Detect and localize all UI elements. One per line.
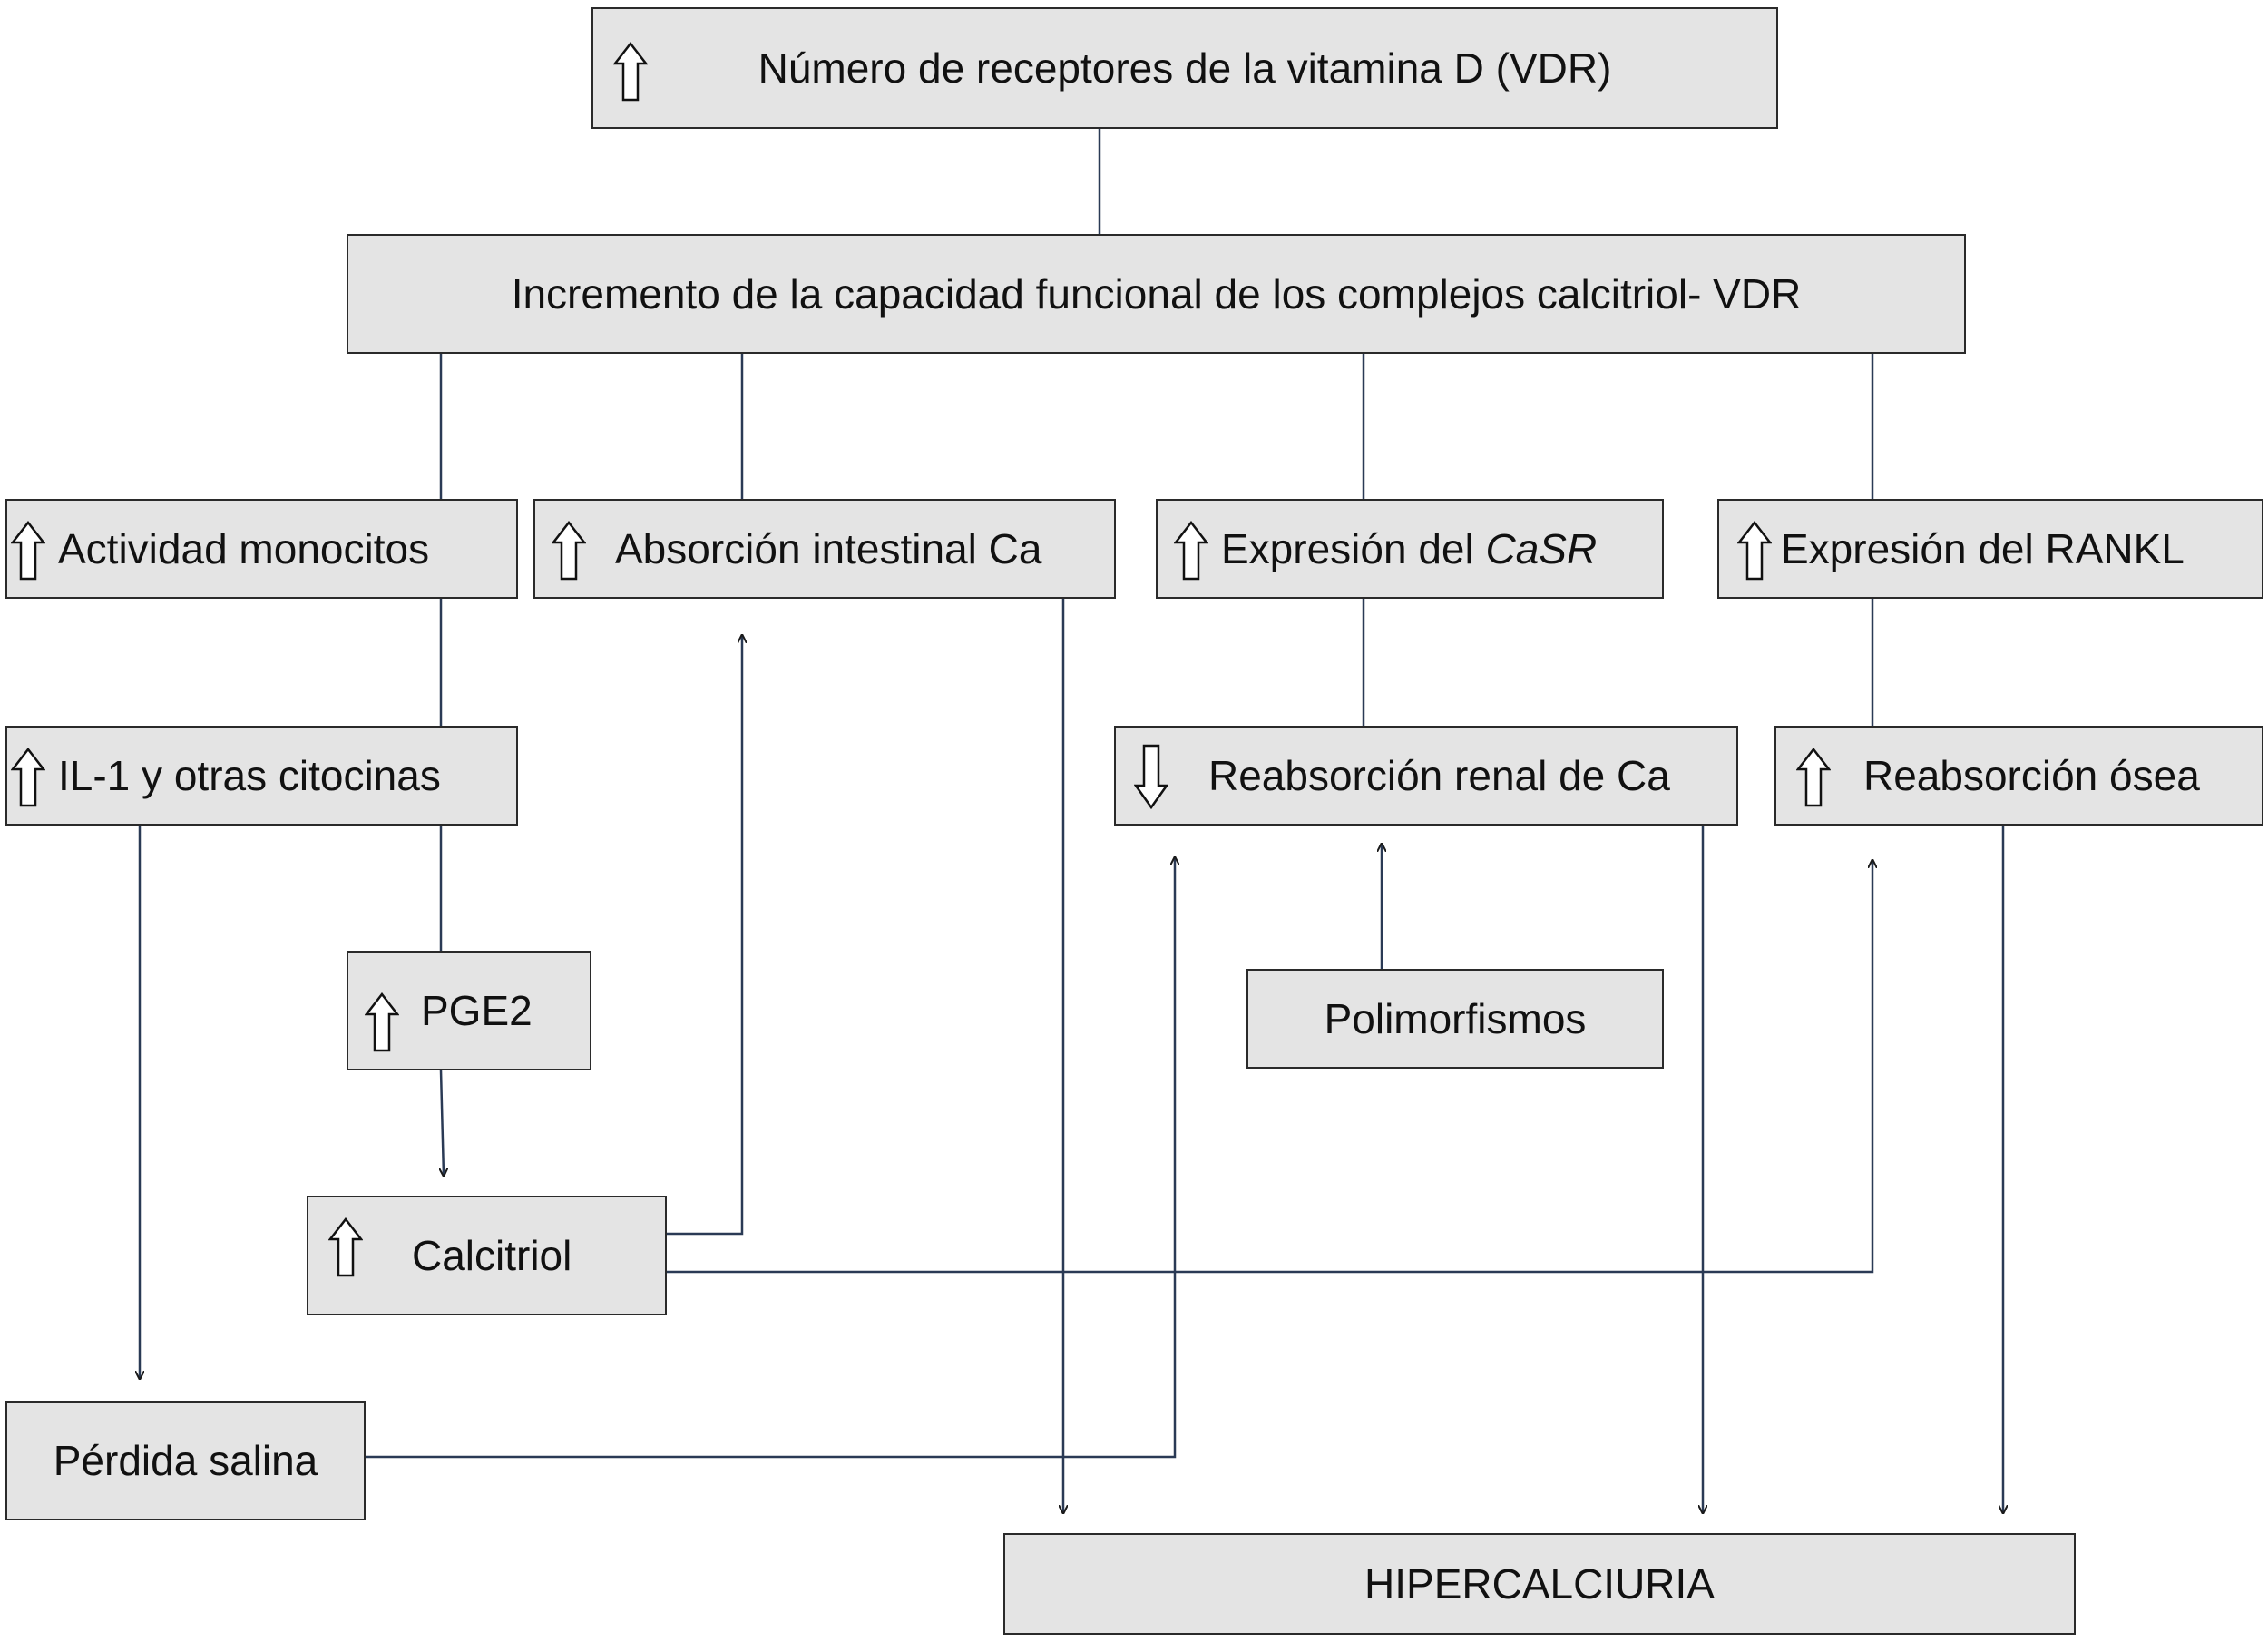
node-rankl: Expresión del RANKL — [1717, 499, 2263, 599]
node-osea-label: Reabsorción ósea — [1863, 752, 2200, 799]
node-hipercalciuria: HIPERCALCIURIA — [1003, 1533, 2076, 1635]
node-complejos-label: Incremento de la capacidad funcional de … — [511, 270, 1802, 318]
edge-perdida-renal — [366, 857, 1175, 1459]
increase-arrow-icon — [1796, 748, 1831, 807]
node-calcitriol: Calcitriol — [307, 1196, 667, 1315]
node-casr-label: Expresión del CaSR — [1221, 524, 1597, 573]
node-vdr-label: Número de receptores de la vitamina D (V… — [758, 44, 1612, 92]
node-casr-label-italic: CaSR — [1485, 525, 1598, 572]
node-complejos: Incremento de la capacidad funcional de … — [347, 234, 1966, 354]
node-pge2: PGE2 — [347, 951, 591, 1070]
increase-arrow-icon — [613, 42, 648, 102]
node-il1: IL-1 y otras citocinas — [5, 726, 518, 826]
node-perdida-label: Pérdida salina — [53, 1437, 318, 1484]
node-absorcion: Absorción intestinal Ca — [533, 499, 1116, 599]
node-monocitos: Actividad monocitos — [5, 499, 518, 599]
node-renal-label: Reabsorción renal de Ca — [1208, 752, 1670, 799]
node-osea: Reabsorción ósea — [1774, 726, 2263, 826]
edge-pge2-calcitriol — [441, 1070, 444, 1176]
node-hipercalciuria-label: HIPERCALCIURIA — [1364, 1560, 1715, 1608]
node-absorcion-label: Absorción intestinal Ca — [615, 525, 1042, 572]
increase-arrow-icon — [552, 521, 586, 581]
node-vdr: Número de receptores de la vitamina D (V… — [591, 7, 1778, 129]
node-monocitos-label: Actividad monocitos — [58, 525, 430, 572]
increase-arrow-icon — [11, 521, 45, 581]
node-pge2-label: PGE2 — [421, 987, 533, 1034]
node-polimorfismos: Polimorfismos — [1246, 969, 1664, 1069]
node-renal: Reabsorción renal de Ca — [1114, 726, 1738, 826]
increase-arrow-icon — [1174, 521, 1208, 581]
edge-calcitriol-absorcion — [667, 635, 742, 1236]
node-casr-label-prefix: Expresión del — [1221, 525, 1486, 572]
node-perdida: Pérdida salina — [5, 1401, 366, 1520]
node-il1-label: IL-1 y otras citocinas — [58, 752, 441, 799]
node-rankl-label: Expresión del RANKL — [1781, 525, 2185, 572]
increase-arrow-icon — [365, 992, 399, 1052]
edge-calcitriol-osea — [667, 860, 1872, 1274]
increase-arrow-icon — [1737, 521, 1772, 581]
node-casr: Expresión del CaSR — [1156, 499, 1664, 599]
increase-arrow-icon — [11, 748, 45, 807]
node-polimorfismos-label: Polimorfismos — [1324, 995, 1587, 1042]
decrease-arrow-icon — [1134, 744, 1168, 809]
node-calcitriol-label: Calcitriol — [412, 1232, 572, 1279]
increase-arrow-icon — [328, 1217, 363, 1277]
